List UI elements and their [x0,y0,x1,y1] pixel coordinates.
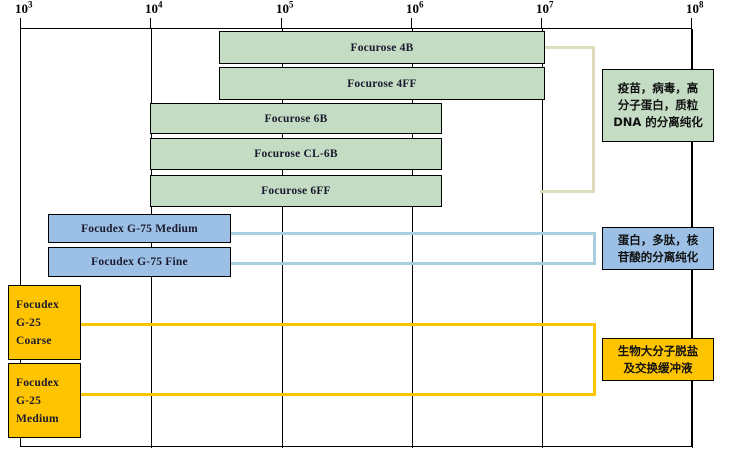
axis-tick-10e4 [150,18,151,29]
bar-focudex-g25-coarse[interactable]: Focudex G-25 Coarse [8,285,81,360]
bar-focudex-g75-fine[interactable]: Focudex G-75 Fine [48,247,231,277]
bar-focurose-4ff[interactable]: Focurose 4FF [219,67,545,100]
annotation-line-2: 分子蛋白，质粒 [617,98,699,112]
bar-focudex-g75-medium[interactable]: Focudex G-75 Medium [48,214,231,243]
bar-focurose-cl-6b[interactable]: Focurose CL-6B [150,138,442,170]
bar-label-line-1: Focudex [16,376,59,389]
bar-focurose-6b[interactable]: Focurose 6B [150,103,442,134]
axis-label-10e6: 106 [406,0,424,16]
gridline-10e7 [542,29,543,448]
annotation-line-3: DNA 的分离纯化 [613,115,703,129]
gridline-10e6 [412,29,413,448]
bar-label-line-3: Coarse [16,334,52,347]
annotation-dextran-g75-applications: 蛋白，多肽，核 苷酸的分离纯化 [602,227,714,270]
axis-label-10e3: 103 [15,0,33,16]
bar-label: Focurose 6B [264,112,328,125]
bar-label: Focudex G-75 Fine [91,256,188,268]
bar-focurose-6ff[interactable]: Focurose 6FF [150,175,442,207]
annotation-dextran-g25-applications: 生物大分子脱盐 及交换缓冲液 [602,338,714,381]
bar-label: Focurose 4B [350,41,414,54]
bar-label: Focurose 6FF [261,185,331,197]
bar-label-line-2: G-25 [16,316,42,329]
annotation-agarose-applications: 疫苗，病毒，高 分子蛋白，质粒 DNA 的分离纯化 [602,69,714,142]
axis-tick-10e5 [281,18,282,29]
gridline-10e5 [282,29,283,448]
axis-tick-10e6 [411,18,412,29]
bar-label-line-3: Medium [16,412,59,425]
axis-label-10e5: 105 [276,0,294,16]
axis-label-10e8: 108 [686,0,704,16]
axis-tick-10e3 [20,18,21,29]
bar-label: Focudex G-75 Medium [81,222,198,235]
annotation-line-1: 疫苗，病毒，高 [617,81,699,95]
bar-label: Focurose CL-6B [254,148,338,160]
bar-focurose-4b[interactable]: Focurose 4B [219,31,545,64]
annotation-line-2: 苷酸的分离纯化 [617,249,699,264]
axis-tick-10e7 [541,18,542,29]
axis-label-10e4: 104 [145,0,163,16]
x-axis-line [20,28,692,29]
annotation-line-2: 及交换缓冲液 [623,360,693,375]
bar-focudex-g25-medium[interactable]: Focudex G-25 Medium [8,363,81,438]
annotation-line-1: 蛋白，多肽，核 [617,232,699,247]
axis-label-10e7: 107 [536,0,554,16]
bar-label: Focurose 4FF [347,77,417,90]
annotation-line-1: 生物大分子脱盐 [617,343,699,358]
bar-label-line-1: Focudex [16,298,59,311]
bar-label-line-2: G-25 [16,394,42,407]
axis-tick-10e8 [691,18,692,29]
